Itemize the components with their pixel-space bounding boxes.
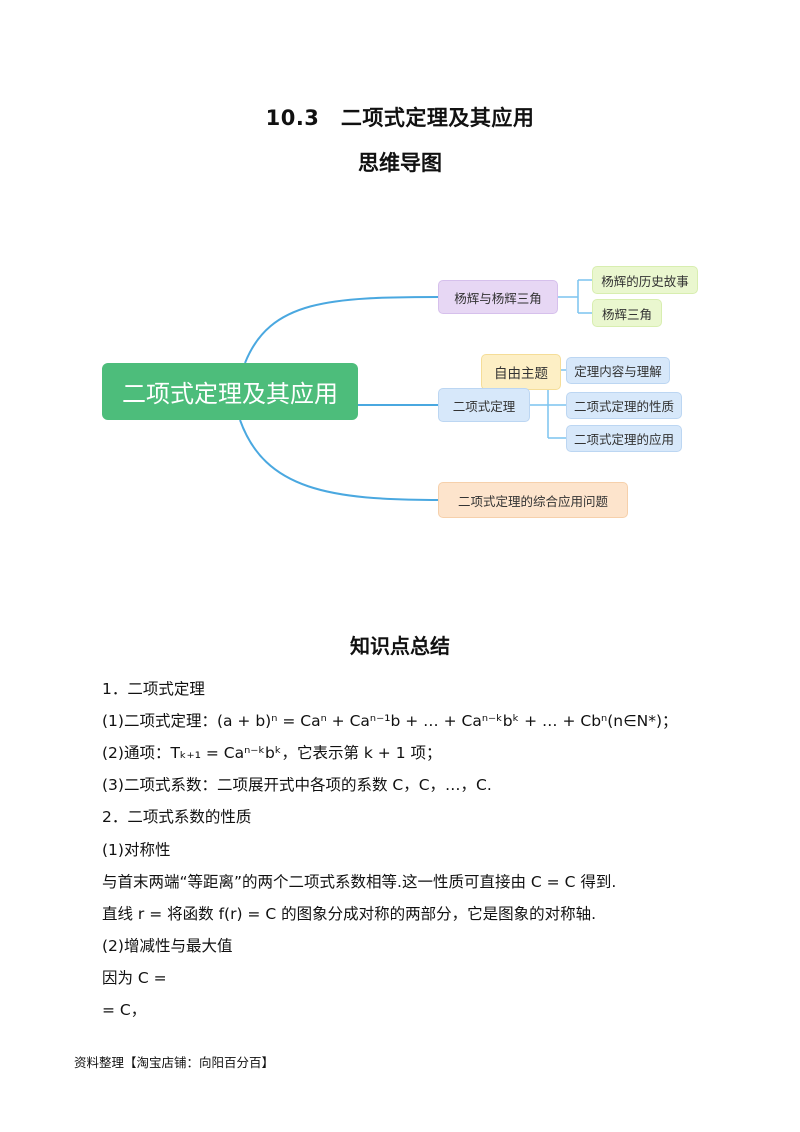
connector-root-branch1 bbox=[244, 296, 441, 364]
summary-line-2: (1)二项式定理：(a + b)ⁿ = Caⁿ + Caⁿ⁻¹b + … + C… bbox=[102, 712, 678, 730]
mindmap-node-yanghui: 杨辉与杨辉三角 bbox=[438, 280, 558, 314]
mindmap-node-binomial-theorem: 二项式定理 bbox=[438, 388, 530, 422]
summary-line-1: 1．二项式定理 bbox=[102, 680, 205, 698]
mindmap-node-yanghui-triangle: 杨辉三角 bbox=[592, 299, 662, 327]
mindmap-node-theorem-properties: 二项式定理的性质 bbox=[566, 392, 682, 419]
mindmap-node-theorem-applications: 二项式定理的应用 bbox=[566, 425, 682, 452]
summary-line-5: 2．二项式系数的性质 bbox=[102, 808, 252, 826]
mindmap-node-yanghui-history: 杨辉的历史故事 bbox=[592, 266, 698, 294]
summary-line-8: 直线 r = 将函数 f(r) = C 的图象分成对称的两部分，它是图象的对称轴… bbox=[102, 905, 597, 923]
mindmap-node-theorem-content: 定理内容与理解 bbox=[566, 357, 670, 384]
summary-line-11: = C， bbox=[102, 1001, 147, 1019]
section-title-summary: 知识点总结 bbox=[350, 634, 450, 658]
summary-line-3: (2)通项：Tₖ₊₁ = Caⁿ⁻ᵏbᵏ，它表示第 k + 1 项； bbox=[102, 744, 442, 762]
page-title: 10.3 二项式定理及其应用 bbox=[265, 106, 535, 130]
connector-root-branch3 bbox=[239, 419, 441, 501]
summary-line-7: 与首末两端“等距离”的两个二项式系数相等.这一性质可直接由 C = C 得到. bbox=[102, 873, 617, 891]
footer-note: 资料整理【淘宝店铺：向阳百分百】 bbox=[74, 1055, 275, 1070]
connector-branch1-children bbox=[558, 279, 592, 314]
section-title-mindmap: 思维导图 bbox=[358, 151, 442, 175]
summary-line-6: (1)对称性 bbox=[102, 841, 171, 859]
summary-line-9: (2)增减性与最大值 bbox=[102, 937, 233, 955]
mindmap-root-node: 二项式定理及其应用 bbox=[102, 363, 358, 420]
mindmap-node-free-topic: 自由主题 bbox=[481, 354, 561, 390]
mindmap-node-comprehensive: 二项式定理的综合应用问题 bbox=[438, 482, 628, 518]
summary-line-10: 因为 C = bbox=[102, 969, 167, 987]
summary-line-4: (3)二项式系数：二项展开式中各项的系数 C，C，…，C. bbox=[102, 776, 492, 794]
